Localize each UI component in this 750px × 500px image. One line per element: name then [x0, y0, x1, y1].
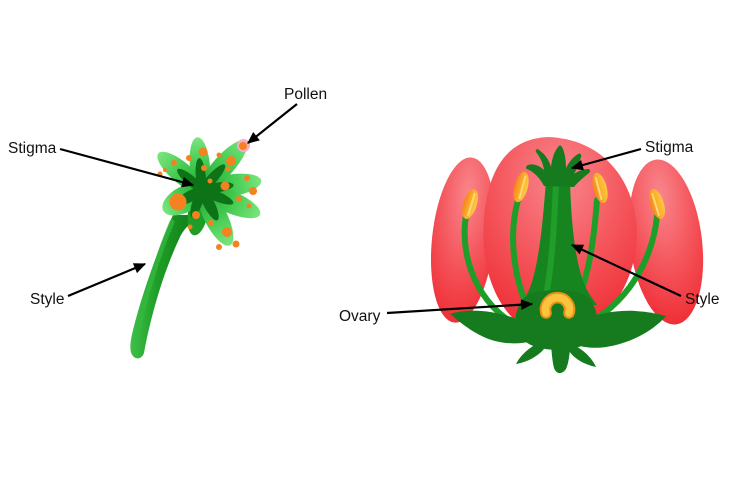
label-left-pollen: Pollen [284, 86, 327, 103]
flower-cross-section-figure [430, 137, 704, 374]
anthers [462, 171, 665, 219]
sepal-left [450, 310, 548, 344]
stem [551, 336, 571, 374]
sepal-right [562, 310, 666, 348]
annotations [59, 103, 682, 315]
arrow-right-ovary [386, 299, 534, 315]
leaflet-left [516, 342, 544, 364]
arrow-left-pollen [247, 103, 298, 144]
pollen-grains [157, 142, 257, 250]
stigma-star [157, 137, 262, 250]
label-right-ovary: Ovary [339, 308, 381, 325]
label-texts: Stigma Pollen Style Stigma Style Ovary [8, 86, 719, 325]
style-column [519, 180, 597, 305]
arrow-left-style [67, 262, 147, 298]
sepals [450, 310, 666, 374]
pistil-figure [130, 137, 262, 359]
label-right-style: Style [685, 291, 719, 308]
arrow-right-stigma [570, 147, 642, 171]
label-right-stigma: Stigma [645, 139, 694, 156]
label-left-stigma: Stigma [8, 140, 57, 157]
arrow-right-style [570, 244, 682, 297]
leaflet-right [568, 344, 596, 367]
style-stalk [130, 215, 207, 359]
label-left-style: Style [30, 291, 64, 308]
stigma-crown [525, 145, 591, 187]
petal-right [628, 159, 704, 325]
arrow-left-stigma [59, 147, 195, 188]
